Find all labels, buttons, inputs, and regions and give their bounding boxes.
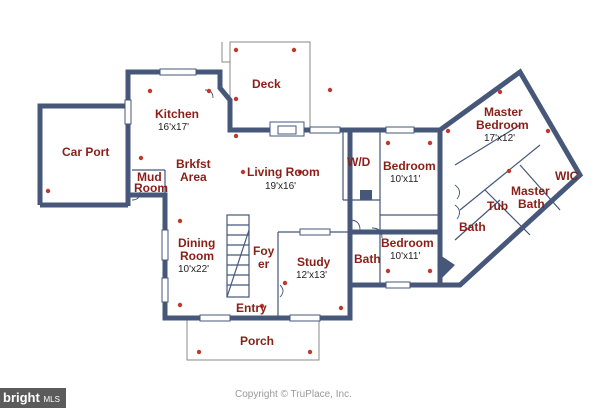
bath-accent — [440, 255, 455, 280]
mls-watermark: bright MLS — [0, 388, 66, 408]
kitchen-dims: 16'x17' — [158, 122, 189, 133]
master-wing-walls — [438, 68, 584, 288]
tub-label: Tub — [487, 199, 508, 213]
bath-right-label: Bath — [459, 220, 486, 234]
brkfst-area-label-1: Brkfst — [176, 157, 211, 171]
bedroom-upper-label: Bedroom — [383, 159, 436, 173]
staircase — [226, 214, 250, 298]
bedroom-upper-dims: 10'x11' — [390, 174, 420, 185]
watermark-brand: bright — [3, 390, 40, 405]
bedroom-lower-label: Bedroom — [381, 236, 434, 250]
living-room-dims: 19'x16' — [265, 181, 296, 192]
door-swings — [131, 89, 460, 298]
living-room-label: Living Room — [247, 165, 320, 179]
entry-label: Entry — [236, 301, 267, 315]
master-bedroom-dims: 17'x12' — [484, 133, 515, 144]
windows — [124, 68, 415, 322]
study-label: Study — [297, 255, 331, 269]
kitchen-label: Kitchen — [155, 107, 199, 121]
dining-room-label-2: Room — [180, 249, 214, 263]
copyright-notice: Copyright © TruPlace, Inc. — [235, 389, 352, 400]
master-bath-label-2: Bath — [518, 197, 545, 211]
mud-room-label-1: Mud — [137, 170, 162, 184]
light-markers — [45, 47, 551, 355]
mud-room-label-2: Room — [134, 181, 168, 195]
dining-room-dims: 10'x22' — [178, 264, 209, 275]
master-bedroom-label-2: Bedroom — [476, 118, 529, 132]
watermark-suffix: MLS — [43, 395, 60, 404]
bath-middle-label: Bath — [354, 252, 381, 266]
closet-accent — [360, 190, 372, 200]
study-dims: 12'x13' — [296, 270, 327, 281]
master-bath-label-1: Master — [511, 184, 550, 198]
bedroom-lower-dims: 10'x11' — [390, 251, 420, 262]
brkfst-area-label-2: Area — [180, 170, 207, 184]
deck-label: Deck — [252, 77, 281, 91]
wic-label: WIC — [555, 169, 579, 183]
outer-wall-main — [125, 69, 440, 206]
foyer-label-1: Foy — [253, 244, 275, 258]
porch-label: Porch — [240, 334, 274, 348]
floor-plan: Deck Kitchen 16'x17' Car Port Brkfst Are… — [37, 41, 584, 361]
dining-room-label-1: Dining — [178, 236, 215, 250]
master-bedroom-label-1: Master — [484, 105, 523, 119]
car-port-label: Car Port — [62, 145, 109, 159]
wd-label: W/D — [347, 155, 371, 169]
foyer-label-2: er — [258, 257, 270, 271]
